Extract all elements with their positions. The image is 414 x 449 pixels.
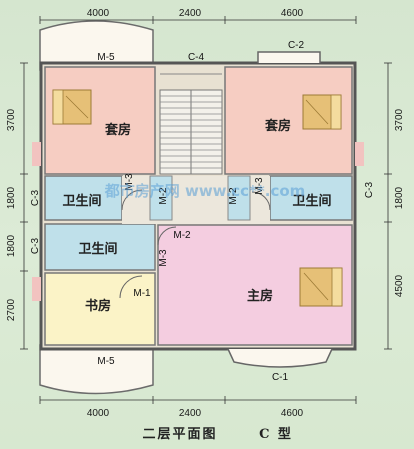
bay-window-c2 bbox=[257, 51, 321, 63]
plan-title: 二层平面图 bbox=[142, 427, 217, 442]
label-m3-c: M-3 bbox=[158, 249, 169, 267]
door-swing-1 bbox=[121, 189, 143, 211]
plan-subtitle: C 型 bbox=[259, 426, 293, 442]
label-m5-top: M-5 bbox=[97, 52, 115, 63]
label-c3-left-1: C-3 bbox=[30, 190, 41, 207]
staircase bbox=[159, 73, 223, 175]
room-label-bath-left: 卫生间 bbox=[62, 193, 101, 209]
label-c4: C-4 bbox=[188, 52, 205, 63]
label-m2-b: M-2 bbox=[228, 187, 239, 205]
room-label-study: 书房 bbox=[85, 298, 111, 314]
dim-left-1: 3700 bbox=[6, 108, 17, 131]
dim-top-2: 2400 bbox=[179, 8, 202, 19]
small-bath-a bbox=[149, 175, 173, 221]
label-m3-a: M-3 bbox=[124, 173, 135, 191]
dim-right-1: 3700 bbox=[394, 108, 405, 131]
bottom-balcony bbox=[39, 344, 154, 395]
wall-stub-left-2 bbox=[32, 277, 41, 301]
room-study bbox=[44, 272, 156, 346]
dim-bottom-1: 4000 bbox=[87, 408, 110, 419]
label-c2: C-2 bbox=[288, 40, 305, 51]
small-bath-b bbox=[227, 175, 251, 221]
dim-left-2: 1800 bbox=[6, 186, 17, 209]
dim-bottom-3: 4600 bbox=[281, 408, 304, 419]
room-suite-left bbox=[44, 66, 156, 175]
label-c1: C-1 bbox=[272, 372, 289, 383]
bed-icon bbox=[302, 94, 342, 130]
room-bath-left bbox=[44, 175, 123, 221]
door-swing-3 bbox=[251, 191, 271, 211]
room-label-suite-right: 套房 bbox=[264, 118, 291, 134]
dim-right-2: 1800 bbox=[394, 186, 405, 209]
label-m2-c: M-2 bbox=[173, 230, 191, 241]
dim-left-4: 2700 bbox=[6, 298, 17, 321]
label-c3-right: C-3 bbox=[364, 182, 375, 199]
door-swing-4 bbox=[119, 275, 143, 299]
dim-top-3: 4600 bbox=[281, 8, 304, 19]
room-label-suite-left: 套房 bbox=[104, 122, 131, 138]
label-m2-a: M-2 bbox=[158, 187, 169, 205]
bed-icon bbox=[299, 267, 343, 307]
label-m3-b: M-3 bbox=[254, 177, 265, 195]
bed-icon bbox=[52, 89, 92, 125]
room-label-bath-right: 卫生间 bbox=[292, 193, 331, 209]
dim-right-3: 4500 bbox=[394, 274, 405, 297]
room-master bbox=[157, 224, 353, 346]
top-balcony bbox=[39, 20, 154, 71]
label-m1: M-1 bbox=[133, 288, 151, 299]
door-swing-2 bbox=[157, 226, 177, 246]
room-label-master: 主房 bbox=[247, 288, 273, 304]
watermark: 都市房产网 www.cc**.com bbox=[104, 182, 306, 200]
dim-top-1: 4000 bbox=[87, 8, 110, 19]
wall-stub-left-1 bbox=[32, 142, 41, 166]
dim-left-3: 1800 bbox=[6, 234, 17, 257]
dim-bottom-2: 2400 bbox=[179, 408, 202, 419]
label-c3-left-2: C-3 bbox=[30, 238, 41, 255]
bay-window-c1 bbox=[227, 348, 333, 368]
room-label-bath-mid: 卫生间 bbox=[78, 241, 117, 257]
label-m5-bottom: M-5 bbox=[97, 356, 115, 367]
room-bath-mid bbox=[44, 223, 156, 271]
wall-stub-right bbox=[355, 142, 364, 166]
dimension-lines bbox=[20, 16, 392, 404]
